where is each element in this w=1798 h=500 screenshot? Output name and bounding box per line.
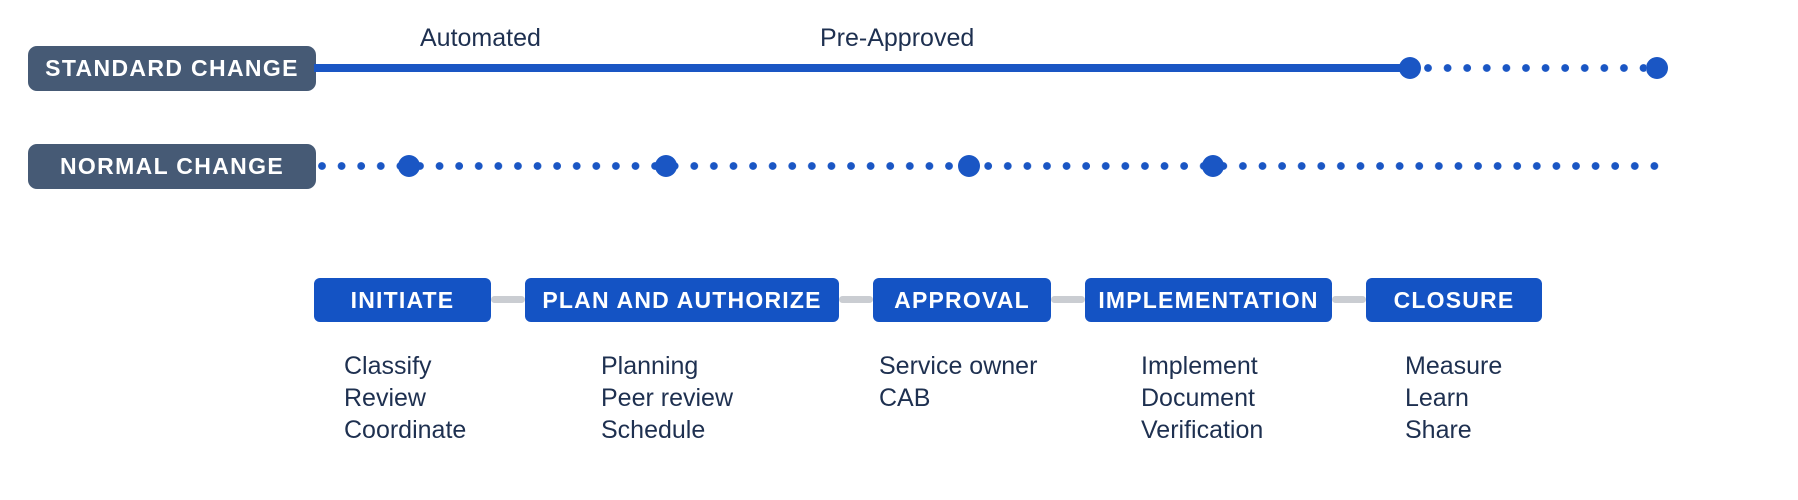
stage-items-implementation: Implement Document Verification — [1141, 350, 1263, 446]
stage-items-closure: Measure Learn Share — [1405, 350, 1502, 446]
stage-box-implementation[interactable]: IMPLEMENTATION — [1085, 278, 1332, 322]
lane-pill-normal-change: NORMAL CHANGE — [28, 144, 316, 189]
list-item: Share — [1405, 416, 1472, 444]
list-item: Coordinate — [344, 416, 467, 444]
normal-change-node-dot-2 — [655, 155, 677, 177]
stage-connector-2 — [839, 296, 873, 303]
stage-box-initiate[interactable]: INITIATE — [314, 278, 491, 322]
standard-change-node-dot — [1399, 57, 1421, 79]
annotation-automated: Automated — [420, 24, 541, 52]
stage-connector-1 — [491, 296, 525, 303]
normal-change-node-dot-1 — [398, 155, 420, 177]
list-item: Classify — [344, 352, 432, 380]
list-item: Service owner — [879, 352, 1038, 380]
list-item: Learn — [1405, 384, 1469, 412]
annotation-pre-approved: Pre-Approved — [820, 24, 975, 52]
list-item: Measure — [1405, 352, 1503, 380]
stage-items-plan-and-authorize: Planning Peer review Schedule — [601, 350, 733, 446]
list-item: Peer review — [601, 384, 733, 412]
lane-pill-standard-change: STANDARD CHANGE — [28, 46, 316, 91]
stage-box-plan-and-authorize[interactable]: PLAN AND AUTHORIZE — [525, 278, 839, 322]
stage-connector-4 — [1332, 296, 1366, 303]
list-item: Review — [344, 384, 426, 412]
list-item: Schedule — [601, 416, 706, 444]
stage-connector-3 — [1051, 296, 1085, 303]
stage-box-approval[interactable]: APPROVAL — [873, 278, 1051, 322]
list-item: Planning — [601, 352, 699, 380]
list-item: CAB — [879, 384, 931, 412]
standard-change-solid-line — [314, 64, 1412, 72]
list-item: Verification — [1141, 416, 1264, 444]
stage-items-initiate: Classify Review Coordinate — [344, 350, 466, 446]
list-item: Implement — [1141, 352, 1258, 380]
normal-change-dotted-line — [318, 162, 1668, 170]
standard-change-dotted-line — [1424, 64, 1646, 72]
normal-change-node-dot-3 — [958, 155, 980, 177]
list-item: Document — [1141, 384, 1255, 412]
standard-change-end-dot — [1646, 57, 1668, 79]
normal-change-node-dot-4 — [1202, 155, 1224, 177]
stage-items-approval: Service owner CAB — [879, 350, 1037, 414]
stage-box-closure[interactable]: CLOSURE — [1366, 278, 1542, 322]
